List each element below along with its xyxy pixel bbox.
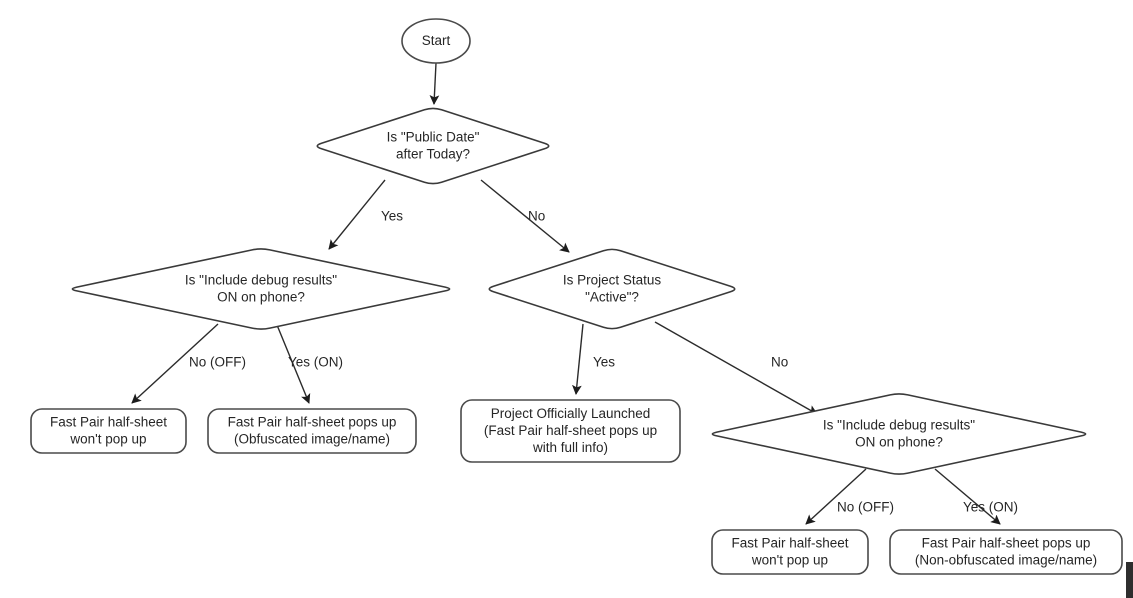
text-line: Project Officially Launched [491,406,651,421]
node-debug-right[interactable]: Is "Include debug results" ON on phone? [711,393,1087,475]
node-shape-rounded-rect [30,408,187,454]
node-project-status[interactable]: Is Project Status "Active"? [488,248,736,330]
node-label-launched: Project Officially Launched (Fast Pair ha… [484,406,657,455]
node-shape-rounded-rect [711,529,869,575]
edge-label-project-status-no: No [771,355,788,370]
edge-label-project-status-yes: Yes [593,355,615,370]
text-line: Start [422,33,451,48]
text-line: with full info) [532,440,608,455]
text-line: won't pop up [69,431,146,446]
node-obfuscated[interactable]: Fast Pair half-sheet pops up (Obfuscated … [207,408,417,454]
edge-project-status-yes [572,323,584,395]
node-no-popup-left[interactable]: Fast Pair half-sheet won't pop up [30,408,187,454]
text-line: (Fast Pair half-sheet pops up [484,423,657,438]
text-line: (Non-obfuscated image/name) [915,552,1097,567]
node-shape-ellipse [401,18,471,64]
text-line: (Obfuscated image/name) [234,431,390,446]
text-line: Is Project Status [563,272,662,287]
edge-label-public-date-yes: Yes [381,209,403,224]
node-debug-left[interactable]: Is "Include debug results" ON on phone? [71,248,451,330]
node-public-date[interactable]: Is "Public Date" after Today? [316,107,550,185]
text-line: Fast Pair half-sheet [50,414,167,429]
nodes-layer: Start Is "Public Date" after Today? Is "Inc… [30,18,1123,575]
text-line: Is "Include debug results" [185,272,337,287]
edge-project-status-no [654,321,818,415]
text-line: ON on phone? [217,289,305,304]
node-label-no-popup-right: Fast Pair half-sheet won't pop up [731,535,848,567]
node-shape-rounded-rect [889,529,1123,575]
node-label-no-popup-left: Fast Pair half-sheet won't pop up [50,414,167,446]
edge-debug-right-yes [934,468,1001,525]
node-label-start: Start [422,33,451,48]
text-line: Fast Pair half-sheet [731,535,848,550]
edge-label-debug-right-yes: Yes (ON) [963,500,1018,515]
text-line: "Active"? [585,289,639,304]
node-shape-rounded-rect [207,408,417,454]
edge-debug-right-no [805,468,867,525]
node-no-popup-right[interactable]: Fast Pair half-sheet won't pop up [711,529,869,575]
node-label-debug-left: Is "Include debug results" ON on phone? [185,272,337,304]
page-edge-artifact [1126,562,1133,598]
edge-public-date-yes [328,179,386,250]
text-line: Fast Pair half-sheet pops up [228,414,397,429]
edge-label-debug-right-no: No (OFF) [837,500,894,515]
edge-debug-left-no [131,323,219,404]
node-label-obfuscated: Fast Pair half-sheet pops up (Obfuscated … [228,414,397,446]
node-shape-rounded-rect [460,399,681,463]
edges-layer [131,62,1001,525]
text-line: ON on phone? [855,434,943,449]
node-non-obfuscated[interactable]: Fast Pair half-sheet pops up (Non-obfusca… [889,529,1123,575]
edge-debug-left-yes [276,324,311,404]
edge-label-public-date-no: No [528,209,545,224]
text-line: Is "Public Date" [387,129,480,144]
node-label-project-status: Is Project Status "Active"? [563,272,662,304]
node-shape-diamond [316,107,550,185]
text-line: Is "Include debug results" [823,417,975,432]
edge-label-debug-left-yes: Yes (ON) [288,355,343,370]
edge-label-debug-left-no: No (OFF) [189,355,246,370]
edge-start-to-public-date [429,62,440,105]
edge-public-date-no [480,179,570,253]
text-line: Fast Pair half-sheet pops up [922,535,1091,550]
node-shape-diamond [71,248,451,330]
node-launched[interactable]: Project Officially Launched (Fast Pair ha… [460,399,681,463]
node-label-non-obfuscated: Fast Pair half-sheet pops up (Non-obfusca… [915,535,1097,567]
node-shape-diamond [711,393,1087,475]
node-start[interactable]: Start [401,18,471,64]
node-label-debug-right: Is "Include debug results" ON on phone? [823,417,975,449]
node-label-public-date: Is "Public Date" after Today? [387,129,480,161]
node-shape-diamond [488,248,736,330]
text-line: after Today? [396,146,470,161]
text-line: won't pop up [751,552,828,567]
